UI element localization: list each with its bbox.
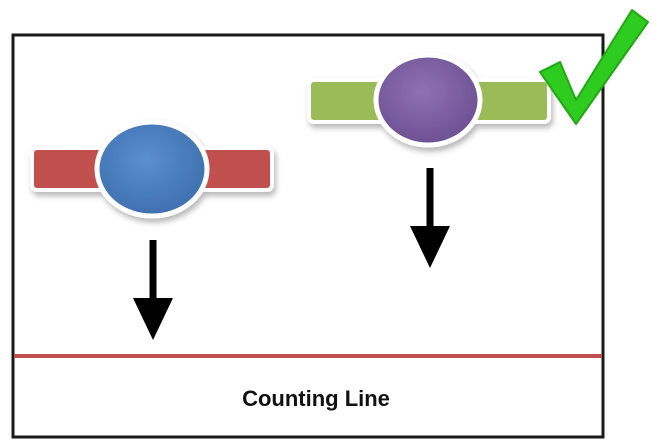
checkmark-icon — [539, 9, 649, 125]
object-left-circle — [94, 119, 210, 219]
arrow-down-icon — [133, 240, 173, 340]
counting-line-label: Counting Line — [242, 386, 390, 411]
object-left — [30, 119, 274, 219]
arrow-down-icon — [410, 168, 450, 268]
object-right-circle — [373, 52, 483, 148]
object-right — [307, 52, 551, 148]
